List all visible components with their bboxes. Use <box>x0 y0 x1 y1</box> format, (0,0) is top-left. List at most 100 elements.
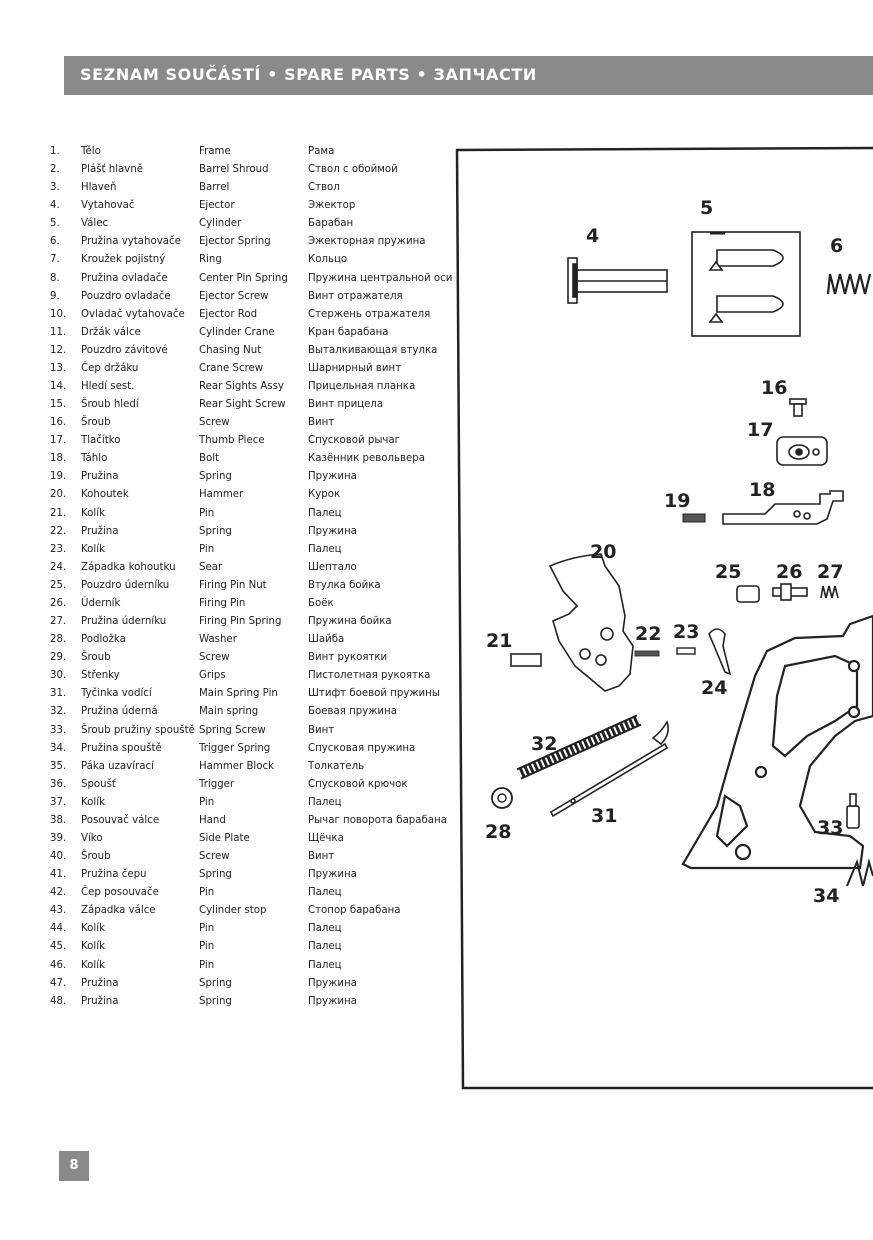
part-name-english: Pin <box>199 941 215 953</box>
part-name-czech: Tělo <box>81 146 101 157</box>
part-number: 39. <box>50 832 67 844</box>
part-name-english: Rear Sights Assy <box>199 381 284 393</box>
part-name-russian: Эжектор <box>308 200 356 212</box>
callout-34: 34 <box>813 885 839 907</box>
part-thumb-piece <box>776 436 828 466</box>
part-pin-21 <box>510 653 542 667</box>
part-name-english: Main Spring Pin <box>199 688 278 700</box>
part-number: 5. <box>50 218 60 230</box>
part-name-czech: Hledí sest. <box>81 381 135 393</box>
part-number: 27. <box>50 616 67 628</box>
part-name-russian: Втулка бойка <box>308 579 381 591</box>
callout-26: 26 <box>776 561 802 583</box>
part-name-english: Spring <box>199 525 232 537</box>
part-name-czech: Kolík <box>81 959 105 971</box>
part-name-english: Hammer Block <box>199 760 274 772</box>
part-number: 18. <box>50 453 67 465</box>
part-name-russian: Ствол с обоймой <box>308 164 398 176</box>
part-name-czech: Západka válce <box>81 905 156 917</box>
page-title: SEZNAM SOUČÁSTÍ • SPARE PARTS • ЗАПЧАСТИ <box>80 65 537 84</box>
part-ejector <box>567 257 668 304</box>
part-name-english: Frame <box>199 146 231 157</box>
part-name-english: Washer <box>199 634 237 646</box>
part-name-russian: Винт отражателя <box>308 290 403 302</box>
part-name-russian: Пружина <box>308 977 357 989</box>
part-name-english: Hammer <box>199 489 244 501</box>
callout-6: 6 <box>830 235 843 257</box>
part-number: 7. <box>50 254 60 266</box>
part-name-english: Cylinder stop <box>199 905 267 917</box>
part-name-czech: Pouzdro ovladače <box>81 290 171 302</box>
part-name-english: Center Pin Spring <box>199 272 288 284</box>
part-name-russian: Палец <box>308 941 342 953</box>
part-name-russian: Барабан <box>308 218 354 230</box>
part-name-english: Grips <box>199 670 226 682</box>
part-main-spring-pin <box>549 720 669 818</box>
part-name-english: Ejector Screw <box>199 290 269 302</box>
part-name-russian: Винт <box>308 724 335 736</box>
part-name-czech: Víko <box>81 832 103 844</box>
part-name-english: Spring <box>199 471 232 483</box>
part-name-russian: Боёк <box>308 597 334 609</box>
part-name-english: Ejector Rod <box>199 308 258 320</box>
part-name-czech: Tlačítko <box>81 435 121 447</box>
part-name-russian: Щёчка <box>308 832 344 844</box>
part-number: 2. <box>50 164 60 176</box>
part-number: 40. <box>50 851 67 863</box>
part-name-russian: Боевая пружина <box>308 706 397 718</box>
part-number: 45. <box>50 941 67 953</box>
part-name-russian: Рычаг поворота барабана <box>308 814 447 826</box>
part-name-czech: Pružina úderná <box>81 706 158 718</box>
part-name-czech: Šroub <box>81 652 111 664</box>
part-name-russian: Эжекторная пружина <box>308 236 426 248</box>
callout-33: 33 <box>817 817 843 839</box>
part-name-russian: Палец <box>308 887 342 899</box>
part-name-english: Cylinder <box>199 218 242 230</box>
part-name-english: Pin <box>199 959 215 971</box>
header-bar: SEZNAM SOUČÁSTÍ • SPARE PARTS • ЗАПЧАСТИ <box>64 56 873 95</box>
part-number: 10. <box>50 308 67 320</box>
part-name-czech: Pružina ovladače <box>81 272 168 284</box>
part-number: 28. <box>50 634 67 646</box>
part-name-english: Spring <box>199 995 232 1007</box>
part-name-czech: Válec <box>81 218 109 230</box>
callout-20: 20 <box>590 541 616 563</box>
part-number: 23. <box>50 543 67 555</box>
part-number: 33. <box>50 724 67 736</box>
part-name-english: Firing Pin <box>199 597 246 609</box>
part-name-russian: Пружина <box>308 525 357 537</box>
part-name-english: Trigger Spring <box>199 742 271 754</box>
part-number: 12. <box>50 344 67 356</box>
part-name-czech: Šroub <box>81 851 111 863</box>
part-name-russian: Пружина <box>308 471 357 483</box>
part-number: 47. <box>50 977 67 989</box>
callout-16: 16 <box>761 377 787 399</box>
part-number: 41. <box>50 869 67 881</box>
part-name-russian: Пружина бойка <box>308 616 392 628</box>
part-frame <box>681 614 873 870</box>
part-name-czech: Pouzdro úderníku <box>81 579 170 591</box>
